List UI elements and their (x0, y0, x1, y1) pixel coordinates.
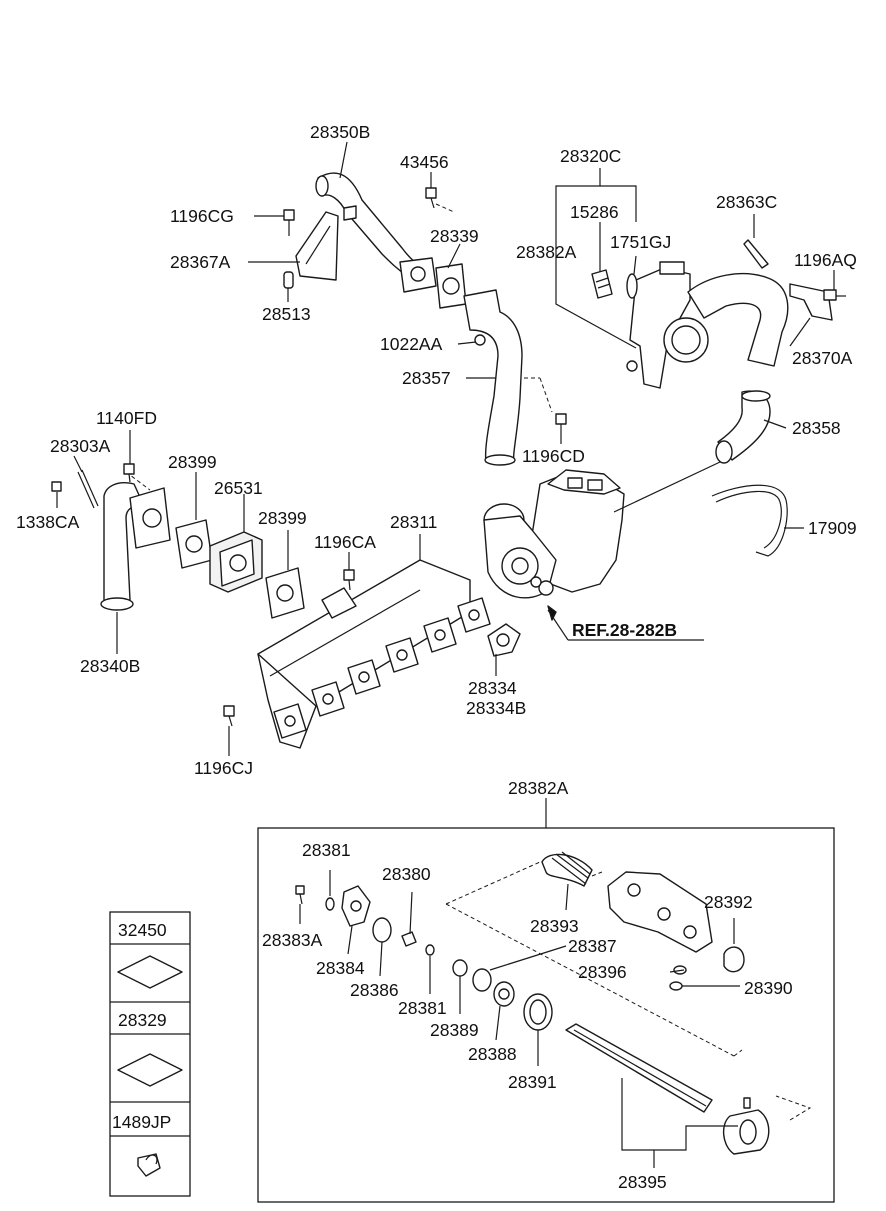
diamond-gasket-icon (117, 955, 183, 989)
label-28382a-top: 28382A (516, 242, 577, 262)
label-28370a: 28370A (792, 348, 853, 368)
label-28303a: 28303A (50, 436, 111, 456)
pipe-28350b (315, 172, 437, 293)
label-43456: 43456 (400, 152, 449, 172)
label-15286: 15286 (570, 202, 619, 222)
label-28396: 28396 (578, 962, 627, 982)
label-1022aa: 1022AA (380, 334, 443, 354)
clip-icon (137, 1153, 161, 1177)
label-28384: 28384 (316, 958, 365, 978)
label-1751gj: 1751GJ (610, 232, 671, 252)
turbocharger (483, 461, 721, 599)
leader-lines-upper (248, 141, 835, 529)
bolt-1196ca (343, 569, 355, 591)
label-28383a: 28383A (262, 930, 323, 950)
label-28382a-detail: 28382A (508, 778, 569, 798)
label-1196cj: 1196CJ (194, 758, 253, 778)
stud-28303a (77, 469, 99, 509)
gasket-28399-b (265, 567, 305, 619)
label-1196cd: 1196CD (522, 446, 585, 466)
label-28381-b: 28381 (398, 998, 447, 1018)
label-1196cg: 1196CG (170, 206, 234, 226)
legend-code-32450: 32450 (118, 920, 167, 940)
legend-code-28329: 28329 (118, 1010, 167, 1030)
label-1196ca: 1196CA (314, 532, 376, 552)
label-28350b: 28350B (310, 122, 370, 142)
leader-lines-middle (56, 430, 704, 756)
label-28391: 28391 (508, 1072, 557, 1092)
label-28358: 28358 (792, 418, 841, 438)
detail-box-28382a (257, 798, 835, 1203)
legend-table (109, 911, 191, 1197)
clamp-28363c (743, 239, 769, 269)
label-28334b: 28334B (466, 698, 526, 718)
label-28395: 28395 (618, 1172, 667, 1192)
hose-28358 (715, 390, 771, 464)
pipe-28357 (463, 289, 523, 466)
label-28389: 28389 (430, 1020, 479, 1040)
bolt-1140fd (123, 463, 135, 483)
gasket-28339 (435, 263, 467, 309)
bolt-1196cd (524, 377, 567, 434)
bolt-1196cg (283, 209, 295, 236)
detail-parts (295, 851, 770, 1155)
label-28340b: 28340B (80, 656, 140, 676)
label-28357: 28357 (402, 368, 451, 388)
gasket-28334 (487, 623, 521, 657)
label-28392: 28392 (704, 892, 753, 912)
label-28399-a: 28399 (168, 452, 217, 472)
gasket-28399-a (175, 519, 213, 569)
bolt-1196cj (223, 705, 235, 727)
spacer-26531 (209, 531, 263, 593)
label-28334: 28334 (468, 678, 517, 698)
label-28388: 28388 (468, 1044, 517, 1064)
label-28399-b: 28399 (258, 508, 307, 528)
nut-1338ca (51, 481, 62, 492)
thermostat-15286 (591, 269, 613, 299)
label-28339: 28339 (430, 226, 479, 246)
label-17909: 17909 (808, 518, 857, 538)
label-28387: 28387 (568, 936, 617, 956)
label-26531: 26531 (214, 478, 263, 498)
pin-28513 (283, 271, 294, 289)
hose-17909 (711, 484, 788, 557)
bracket-28367a (295, 205, 357, 281)
label-28363c: 28363C (716, 192, 777, 212)
label-1196aq: 1196AQ (794, 250, 857, 270)
label-28367a: 28367A (170, 252, 231, 272)
leader-lines-detail (299, 870, 740, 1168)
legend-codes: 32450 28329 1489JP (112, 920, 171, 1132)
label-28380: 28380 (382, 864, 431, 884)
bolt-43456 (425, 187, 455, 213)
label-28390: 28390 (744, 978, 793, 998)
egr-valve-assembly-28320c (626, 261, 789, 389)
legend-code-1489jp: 1489JP (112, 1112, 171, 1132)
pipe-28340b (100, 471, 171, 611)
label-28311: 28311 (390, 512, 437, 532)
label-ref-28-282b: REF.28-282B (572, 620, 677, 640)
bracket-28370a (789, 283, 846, 321)
label-1140fd: 1140FD (96, 408, 157, 428)
oring-1751gj (626, 273, 638, 299)
label-28393: 28393 (530, 916, 579, 936)
label-28381-a: 28381 (302, 840, 351, 860)
part-labels: 28350B 43456 1196CG 28367A 28513 28339 1… (16, 122, 857, 1192)
diamond-gasket-icon (117, 1053, 183, 1087)
label-28386: 28386 (350, 980, 399, 1000)
label-28513: 28513 (262, 304, 311, 324)
label-28320c: 28320C (560, 146, 621, 166)
label-1338ca: 1338CA (16, 512, 80, 532)
